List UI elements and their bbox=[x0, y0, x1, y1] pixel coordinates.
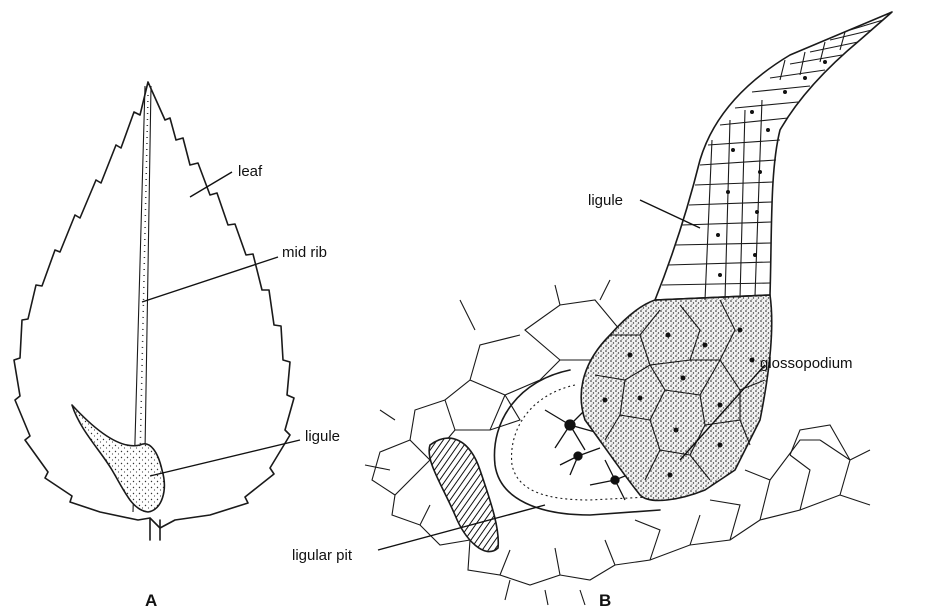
ligule-tongue bbox=[655, 12, 892, 300]
ligule-cells bbox=[662, 20, 883, 300]
petiole bbox=[150, 518, 160, 540]
label-ligule-a: ligule bbox=[305, 428, 340, 445]
ligular-pit-sheath bbox=[429, 438, 498, 551]
leader-ligule-a bbox=[150, 440, 300, 476]
label-glossopodium: glossopodium bbox=[760, 355, 853, 372]
label-mid-rib: mid rib bbox=[282, 244, 327, 261]
label-leaf: leaf bbox=[238, 163, 263, 180]
leader-leaf bbox=[190, 172, 232, 197]
label-ligule-b: ligule bbox=[588, 192, 623, 209]
leader-ligule-b bbox=[640, 200, 700, 228]
panel-label-b: B bbox=[599, 591, 611, 610]
label-ligular-pit: ligular pit bbox=[292, 547, 353, 564]
leader-midrib bbox=[142, 257, 278, 302]
leaf-ligule bbox=[72, 405, 164, 512]
ligule-section-figure bbox=[365, 12, 892, 605]
panel-label-a: A bbox=[145, 591, 157, 610]
leaf-figure bbox=[14, 82, 294, 540]
